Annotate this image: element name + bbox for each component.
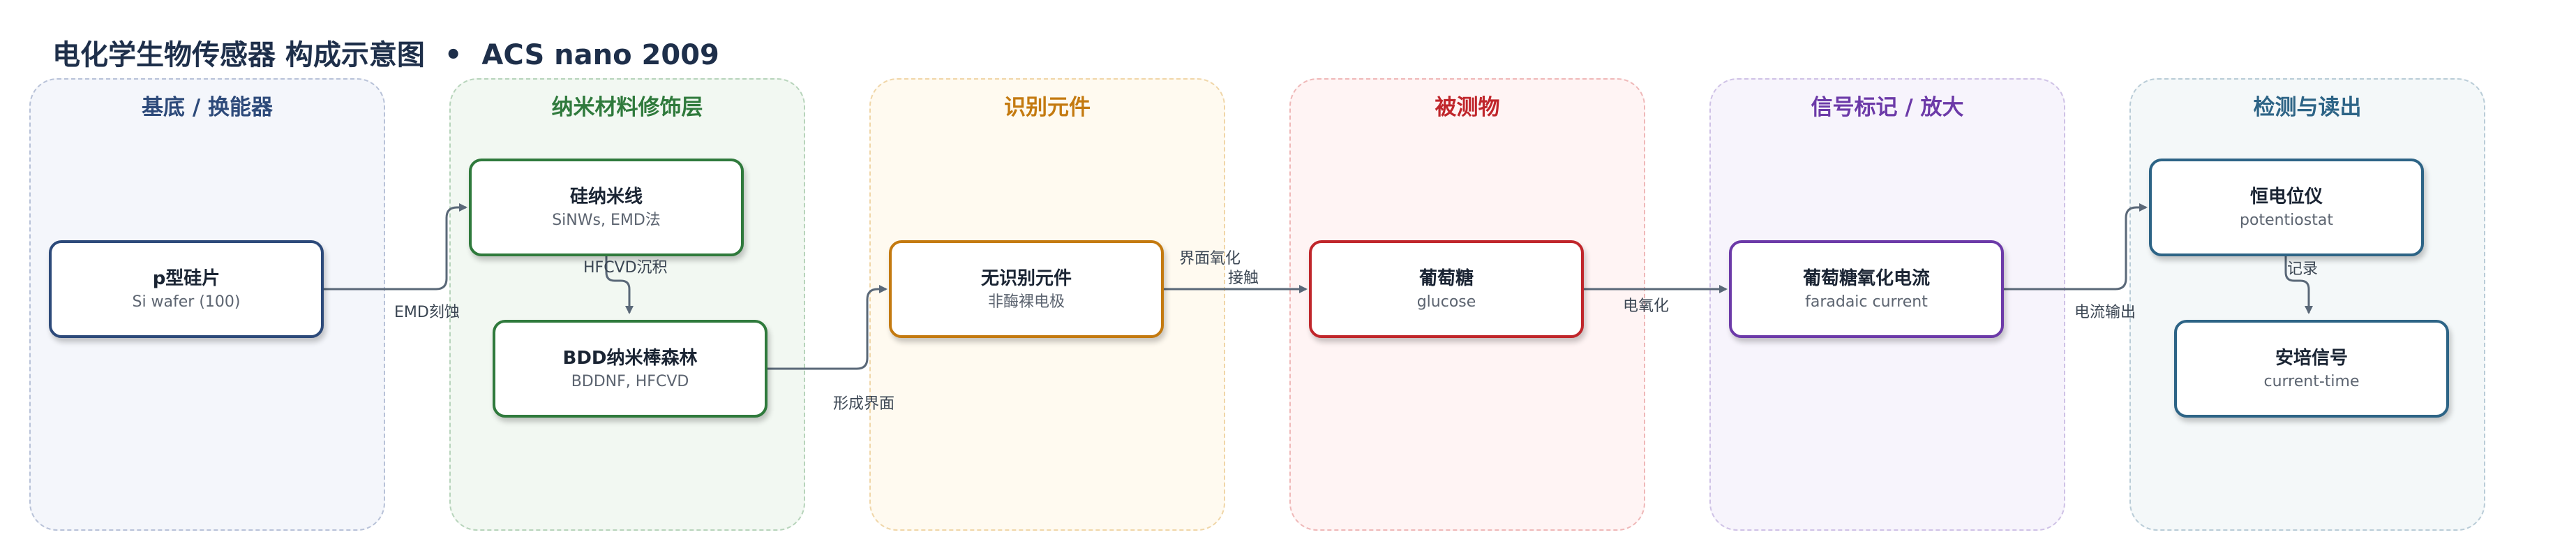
node-bddnf[interactable]: BDD纳米棒森林 BDDNF, HFCVD xyxy=(493,320,767,418)
edge-label-oxidation: 电氧化 xyxy=(1623,297,1670,315)
edge-label-output: 电流输出 xyxy=(2074,304,2136,321)
node-bddnf-sub: BDDNF, HFCVD xyxy=(571,373,689,390)
node-no-recognition[interactable]: 无识别元件 非酶裸电极 xyxy=(889,240,1164,338)
node-potentiostat-name: 恒电位仪 xyxy=(2249,186,2323,207)
node-bddnf-name: BDD纳米棒森林 xyxy=(562,348,698,369)
edge-bddnf-to-recognition xyxy=(767,285,888,370)
node-sinw-sub: SiNWs, EMD法 xyxy=(552,212,661,229)
node-si-wafer[interactable]: p型硅片 Si wafer (100) xyxy=(49,240,324,338)
node-amperometric-signal[interactable]: 安培信号 current-time xyxy=(2174,320,2449,418)
node-glucose-sub: glucose xyxy=(1416,293,1476,311)
node-sinw-name: 硅纳米线 xyxy=(569,186,643,207)
column-title-signal: 信号标记 / 放大 xyxy=(1811,95,1964,120)
diagram-title: 电化学生物传感器 构成示意图 • ACS nano 2009 xyxy=(52,32,719,73)
node-oxidation-current-name: 葡萄糖氧化电流 xyxy=(1802,268,1930,289)
column-title-recognition: 识别元件 xyxy=(1004,95,1091,120)
column-title-substrate: 基底 / 换能器 xyxy=(142,95,273,120)
edge-potentiostat-to-amperometric xyxy=(2284,256,2313,314)
node-glucose-name: 葡萄糖 xyxy=(1418,268,1474,289)
edge-label-record: 记录 xyxy=(2287,260,2319,278)
title-source: ACS nano 2009 xyxy=(481,39,719,71)
node-si-wafer-name: p型硅片 xyxy=(152,268,220,289)
edge-wafer-to-sinw xyxy=(324,203,467,291)
node-potentiostat[interactable]: 恒电位仪 potentiostat xyxy=(2149,159,2424,256)
node-glucose[interactable]: 葡萄糖 glucose xyxy=(1309,240,1584,338)
edge-sinw-to-bddnf xyxy=(605,256,634,314)
title-main: 电化学生物传感器 构成示意图 xyxy=(52,39,425,71)
node-no-recognition-sub: 非酶裸电极 xyxy=(987,293,1065,311)
title-separator: • xyxy=(444,39,463,71)
node-oxidation-current[interactable]: 葡萄糖氧化电流 faradaic current xyxy=(1729,240,2004,338)
column-substrate: 基底 / 换能器 xyxy=(29,78,385,531)
node-no-recognition-name: 无识别元件 xyxy=(980,268,1072,289)
edge-label-contact-1: 界面氧化 xyxy=(1179,250,1241,267)
column-title-analyte: 被测物 xyxy=(1435,95,1500,120)
node-potentiostat-sub: potentiostat xyxy=(2240,212,2333,229)
column-title-nanomaterial: 纳米材料修饰层 xyxy=(551,95,703,120)
column-title-readout: 检测与读出 xyxy=(2253,95,2362,120)
node-si-wafer-sub: Si wafer (100) xyxy=(132,293,241,311)
node-amperometric-signal-sub: current-time xyxy=(2263,373,2360,390)
edge-current-to-potentiostat xyxy=(2001,203,2148,291)
edge-label-hfcvd: HFCVD沉积 xyxy=(583,259,668,277)
node-oxidation-current-sub: faradaic current xyxy=(1805,293,1928,311)
edge-label-emd: EMD刻蚀 xyxy=(394,304,460,321)
node-sinw[interactable]: 硅纳米线 SiNWs, EMD法 xyxy=(469,159,744,256)
column-nanomaterial: 纳米材料修饰层 xyxy=(449,78,805,531)
node-amperometric-signal-name: 安培信号 xyxy=(2275,348,2348,369)
edge-label-interface: 形成界面 xyxy=(833,395,895,413)
column-readout: 检测与读出 xyxy=(2129,78,2485,531)
edge-label-contact-2: 接触 xyxy=(1228,270,1259,287)
